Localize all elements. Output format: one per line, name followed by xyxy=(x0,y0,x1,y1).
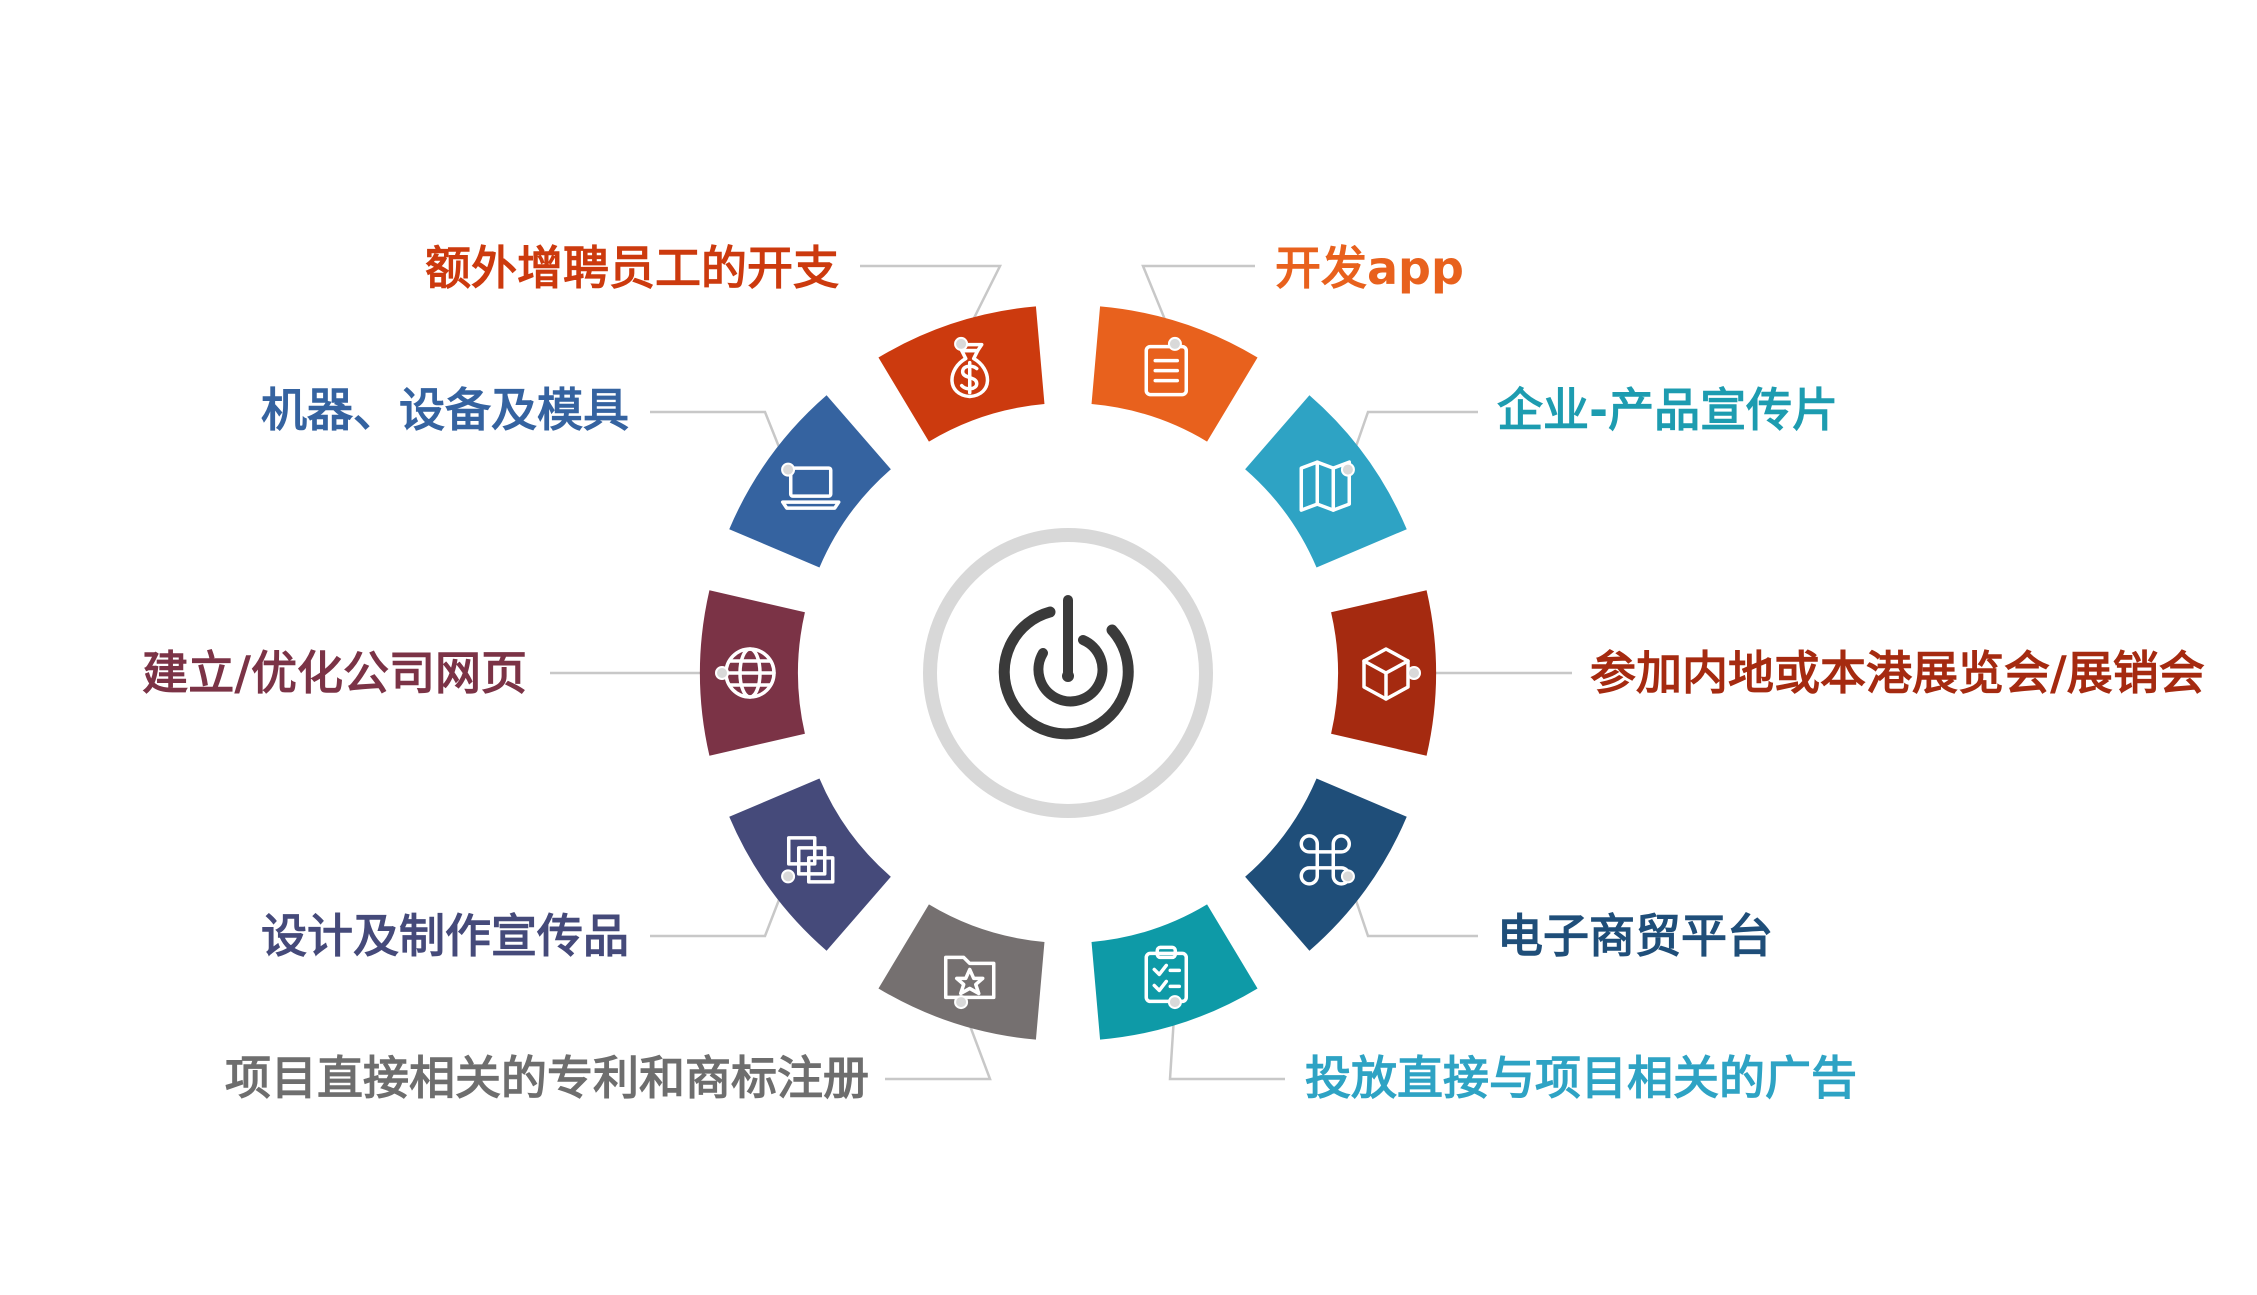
label-app: 开发app xyxy=(1275,241,1464,295)
globe-icon xyxy=(724,647,776,699)
segment-machines xyxy=(729,395,891,568)
connector-dot-patent xyxy=(954,995,969,1010)
segment-ecommerce xyxy=(1245,778,1407,951)
connector-dot-design xyxy=(781,869,796,884)
connector-dot-app xyxy=(1167,336,1182,351)
label-promo-film: 企业-产品宣传片 xyxy=(1497,383,1839,437)
segment-promo-film xyxy=(1245,395,1407,568)
center-hub xyxy=(923,528,1213,818)
clipboard-icon xyxy=(1144,945,1189,1004)
connector-dot-promo-film xyxy=(1340,462,1355,477)
laptop-icon xyxy=(780,466,841,510)
connector-dot-staff xyxy=(954,336,969,351)
label-expo: 参加内地或本港展览会/展销会 xyxy=(1590,646,2205,700)
connector-dot-machines xyxy=(781,462,796,477)
power-target-icon xyxy=(998,595,1134,740)
label-machines: 机器、设备及模具 xyxy=(261,383,629,437)
document-icon xyxy=(1144,344,1189,397)
segment-app xyxy=(1091,306,1258,442)
map-icon xyxy=(1299,460,1352,512)
label-design: 设计及制作宣传品 xyxy=(261,909,629,963)
connector-design xyxy=(650,875,790,938)
box-icon xyxy=(1362,647,1410,701)
label-patent: 项目直接相关的专利和商标注册 xyxy=(225,1051,869,1105)
center-ring xyxy=(923,528,1213,818)
ring-segments xyxy=(700,306,1436,1040)
label-web: 建立/优化公司网页 xyxy=(142,646,527,700)
connector-ads xyxy=(1168,1001,1285,1081)
label-ads: 投放直接与项目相关的广告 xyxy=(1305,1051,1857,1105)
connector-dot-web xyxy=(715,666,729,680)
connector-dot-ads xyxy=(1167,995,1182,1010)
connector-dot-ecommerce xyxy=(1340,869,1355,884)
star-folder-icon xyxy=(943,955,996,1000)
connector-dot-expo xyxy=(1407,666,1421,680)
segment-patent xyxy=(878,904,1045,1040)
label-staff: 额外增聘员工的开支 xyxy=(425,241,839,295)
label-ecommerce: 电子商贸平台 xyxy=(1497,909,1773,963)
layers-icon xyxy=(786,836,835,884)
